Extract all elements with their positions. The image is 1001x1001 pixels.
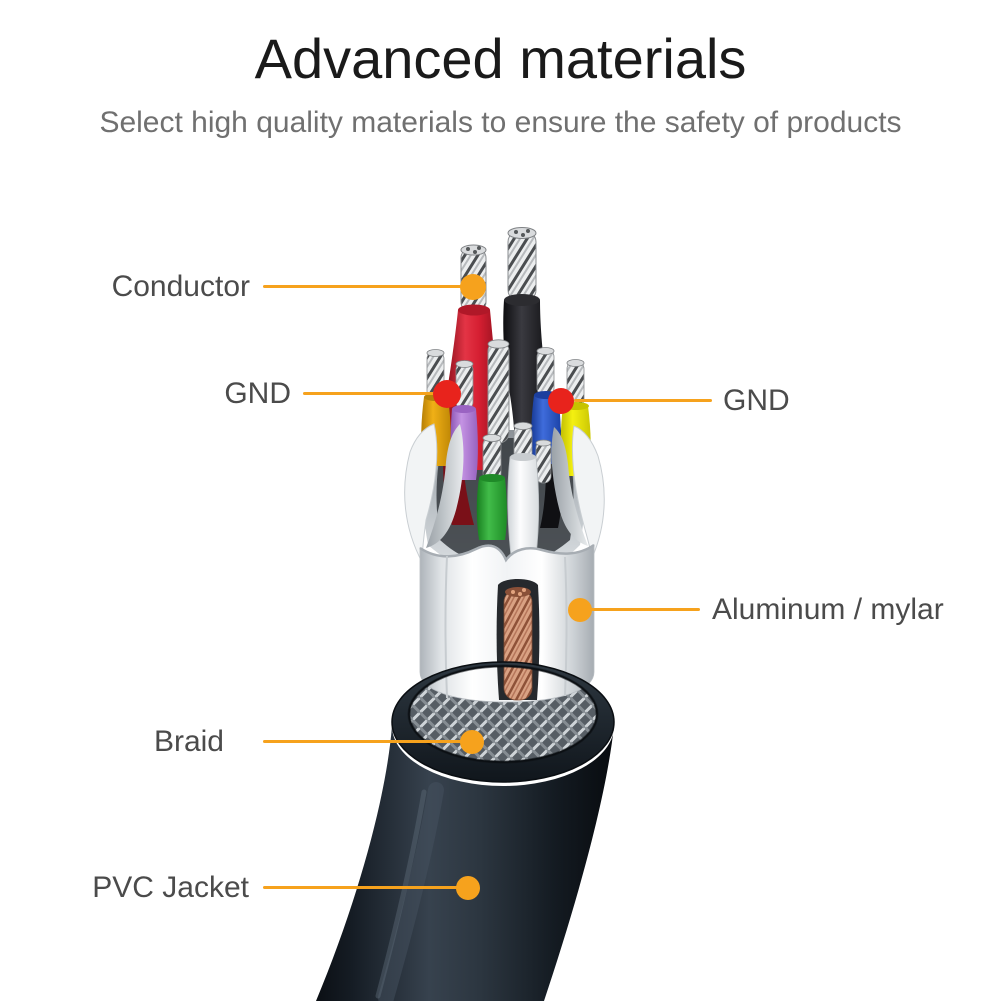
foil-shield-petals <box>404 423 605 563</box>
callout-dot-gnd-right <box>548 388 574 414</box>
callout-dot-gnd-left <box>433 380 461 408</box>
callout-dot-braid <box>460 730 484 754</box>
callout-line-conductor <box>263 285 468 288</box>
callout-line-gnd-left <box>303 392 440 395</box>
callout-label-gnd-right: GND <box>723 384 790 417</box>
callout-line-braid <box>263 740 468 743</box>
callout-line-aluminum <box>588 608 700 611</box>
callout-label-conductor: Conductor <box>111 270 250 303</box>
callout-line-pvc <box>263 886 464 889</box>
wire-silver-center <box>487 339 510 444</box>
wire-green <box>476 433 507 540</box>
callout-label-gnd-left: GND <box>224 377 291 410</box>
wire-white <box>507 421 540 557</box>
callout-label-braid: Braid <box>153 725 224 758</box>
callout-dot-pvc <box>456 876 480 900</box>
callout-dot-conductor <box>460 274 486 300</box>
callout-label-pvc: PVC Jacket <box>92 871 249 904</box>
callout-dot-aluminum <box>568 598 592 622</box>
pvc-jacket <box>316 661 615 1001</box>
page-subtitle: Select high quality materials to ensure … <box>99 106 902 139</box>
page-title: Advanced materials <box>254 27 747 90</box>
callout-line-gnd-right <box>574 399 712 402</box>
callout-label-aluminum: Aluminum / mylar <box>712 593 944 626</box>
wire-silver-front <box>535 439 552 484</box>
drain-wire-copper <box>496 579 540 701</box>
